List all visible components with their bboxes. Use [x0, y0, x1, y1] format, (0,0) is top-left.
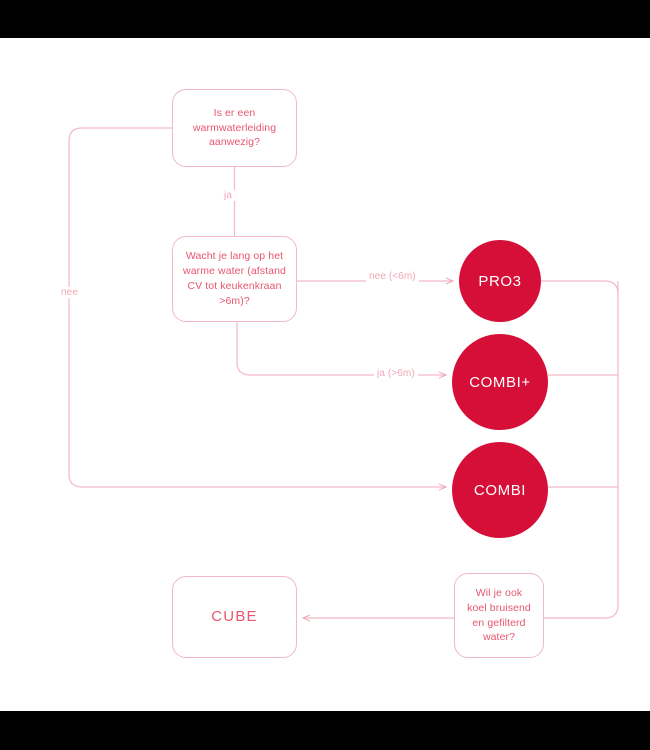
diagram-canvas: Is er een warmwaterleiding aanwezig? Wac… — [0, 38, 650, 711]
node-pro3-label: PRO3 — [478, 272, 522, 290]
node-result-combi[interactable]: COMBI — [452, 442, 548, 538]
node-question-bruisend-water[interactable]: Wil je ook koel bruisend en gefilterd wa… — [454, 573, 544, 658]
letterbox-bottom — [0, 711, 650, 750]
node-result-combiplus[interactable]: COMBI+ — [452, 334, 548, 430]
node-question-wachttijd[interactable]: Wacht je lang op het warme water (afstan… — [172, 236, 297, 322]
edge-label-nee-kleiner-6m: nee (<6m) — [366, 271, 419, 282]
edge-label-ja: ja — [221, 190, 235, 201]
edge-bus-q3 — [544, 281, 619, 619]
edge-q2-combiplus — [236, 322, 446, 375]
edge-pro3-bus — [541, 280, 619, 295]
node-q2-label: Wacht je lang op het warme water (afstan… — [183, 250, 286, 307]
node-result-pro3[interactable]: PRO3 — [459, 240, 541, 322]
connector-layer — [68, 127, 619, 711]
node-q1-label: Is er een warmwaterleiding aanwezig? — [192, 106, 277, 149]
node-result-cube[interactable]: CUBE — [172, 576, 297, 658]
node-q3-label: Wil je ook koel bruisend en gefilterd wa… — [467, 586, 531, 644]
edge-q1-combi — [68, 127, 446, 487]
edge-label-nee: nee — [58, 287, 81, 298]
node-question-warmwaterleiding[interactable]: Is er een warmwaterleiding aanwezig? — [172, 89, 297, 167]
letterbox-top — [0, 0, 650, 38]
node-cube-label: CUBE — [211, 608, 258, 626]
node-combi-label: COMBI — [473, 481, 527, 499]
node-combiplus-label: COMBI+ — [469, 373, 531, 391]
edge-label-ja-groter-6m: ja (>6m) — [374, 368, 418, 379]
